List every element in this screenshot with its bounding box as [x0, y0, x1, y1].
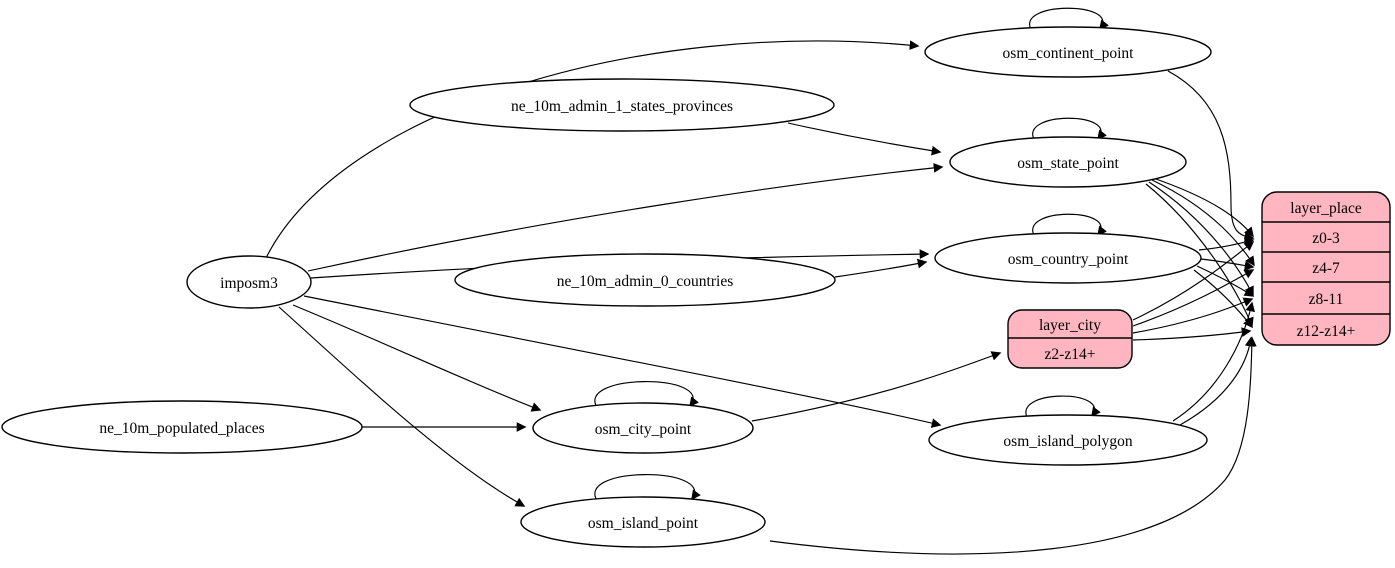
node-osm_continent_point-shape: [924, 26, 1212, 78]
edge-ne_10m_admin_1_states_provinces-osm_state_point: [787, 122, 942, 156]
edge-osm_country_point-layer_place-z12-z14: [1193, 269, 1253, 329]
selfloop-osm_island_polygon: [1025, 395, 1101, 420]
layer_place-row-z0-3: z0-3: [1312, 230, 1340, 247]
selfloop-osm_continent_point: [1029, 7, 1109, 32]
selfloop-osm_country_point: [1032, 213, 1107, 238]
node-osm_island_point: osm_island_point: [520, 496, 766, 548]
node-osm_island_polygon-label: osm_island_polygon: [1003, 433, 1132, 450]
layer_place-row-z12-z14: z12-z14+: [1297, 323, 1356, 340]
edge-osm_state_point-layer_place-z4-7: [1151, 179, 1255, 267]
node-osm_city_point-label: osm_city_point: [595, 421, 692, 438]
edge-imposm3-osm_city_point: [292, 304, 542, 412]
node-ne_10m_admin_1_states_provinces-label: ne_10m_admin_1_states_provinces: [511, 98, 733, 115]
node-osm_city_point-shape: [532, 402, 754, 454]
node-imposm3: imposm3: [186, 255, 312, 309]
node-osm_island_point-label: osm_island_point: [588, 515, 699, 532]
edge-layer_city-layer_place-z12-z14: [1132, 327, 1252, 341]
node-osm_state_point-label: osm_state_point: [1017, 155, 1119, 172]
node-osm_country_point: osm_country_point: [934, 232, 1202, 284]
node-osm_city_point: osm_city_point: [532, 402, 754, 454]
edge-imposm3-osm_continent_point: [265, 40, 920, 259]
nodes: imposm3 ne_10m_admin_1_states_provinces …: [1, 26, 1391, 548]
edge-layer_city-layer_place-z0-3: [1132, 241, 1255, 321]
node-ne_10m_admin_0_countries-shape: [454, 253, 836, 307]
edge-osm_country_point-layer_place-z8-11: [1196, 265, 1255, 297]
edge-osm_state_point-layer_place-z0-3: [1149, 176, 1254, 238]
layer_place-row-z4-7: z4-7: [1312, 260, 1340, 277]
edge-osm_city_point-layer_city-z2-z14: [751, 351, 1002, 422]
edge-imposm3-osm_island_polygon: [303, 295, 942, 428]
node-osm_country_point-shape: [934, 232, 1202, 284]
edge-osm_state_point-layer_place-z8-11: [1148, 181, 1254, 297]
layer_city-title: layer_city: [1039, 317, 1101, 334]
edge-ne_10m_admin_0_countries-osm_country_point: [834, 258, 928, 278]
node-ne_10m_admin_1_states_provinces-shape: [409, 78, 835, 132]
edge-layer_city-layer_place-z8-11: [1132, 297, 1254, 334]
layer_city-row-z2-z14: z2-z14+: [1045, 346, 1096, 363]
node-osm_continent_point-label: osm_continent_point: [1003, 45, 1135, 62]
edge-osm_state_point-layer_place-z12-z14: [1145, 183, 1254, 328]
node-layer_city: layer_city z2-z14+: [1007, 309, 1133, 369]
edge-imposm3-osm_island_point: [278, 306, 526, 507]
node-imposm3-label: imposm3: [220, 275, 278, 292]
edge-imposm3-osm_state_point: [307, 163, 944, 272]
node-osm_state_point: osm_state_point: [949, 136, 1187, 188]
selfloop-osm_state_point: [1032, 117, 1107, 142]
selfloop-osm_island_point: [594, 474, 701, 503]
edge-osm_continent_point-layer_place-z0-3: [1167, 70, 1255, 242]
edge-osm_island_polygon-layer_place-z12-z14: [1179, 336, 1255, 426]
node-osm_island_polygon: osm_island_polygon: [928, 414, 1208, 466]
node-osm_continent_point: osm_continent_point: [924, 26, 1212, 78]
node-ne_10m_populated_places: ne_10m_populated_places: [1, 400, 363, 454]
edge-osm_island_polygon-layer_place-z8-11: [1172, 301, 1255, 422]
layer_place-row-z8-11: z8-11: [1309, 291, 1344, 308]
node-layer_city-shape: [1007, 309, 1133, 369]
edge-osm_island_point-layer_place-z12-z14: [769, 336, 1257, 555]
node-layer_place-shape: [1261, 191, 1391, 346]
node-osm_country_point-label: osm_country_point: [1008, 251, 1129, 268]
edge-osm_country_point-layer_place-z0-3: [1198, 237, 1255, 251]
edges: [265, 7, 1257, 555]
node-ne_10m_populated_places-shape: [1, 400, 363, 454]
node-ne_10m_populated_places-label: ne_10m_populated_places: [99, 420, 264, 437]
node-imposm3-shape: [186, 255, 312, 309]
edge-osm_country_point-layer_place-z4-7: [1200, 258, 1255, 271]
edge-layer_city-layer_place-z4-7: [1132, 269, 1255, 327]
node-ne_10m_admin_0_countries: ne_10m_admin_0_countries: [454, 253, 836, 307]
node-layer_place: layer_place z0-3 z4-7 z8-11 z12-z14+: [1261, 191, 1391, 346]
selfloop-osm_city_point: [594, 381, 699, 410]
node-osm_state_point-shape: [949, 136, 1187, 188]
layer_place-title: layer_place: [1290, 200, 1362, 217]
node-osm_island_polygon-shape: [928, 414, 1208, 466]
node-ne_10m_admin_1_states_provinces: ne_10m_admin_1_states_provinces: [409, 78, 835, 132]
node-ne_10m_admin_0_countries-label: ne_10m_admin_0_countries: [557, 273, 734, 290]
node-osm_island_point-shape: [520, 496, 766, 548]
